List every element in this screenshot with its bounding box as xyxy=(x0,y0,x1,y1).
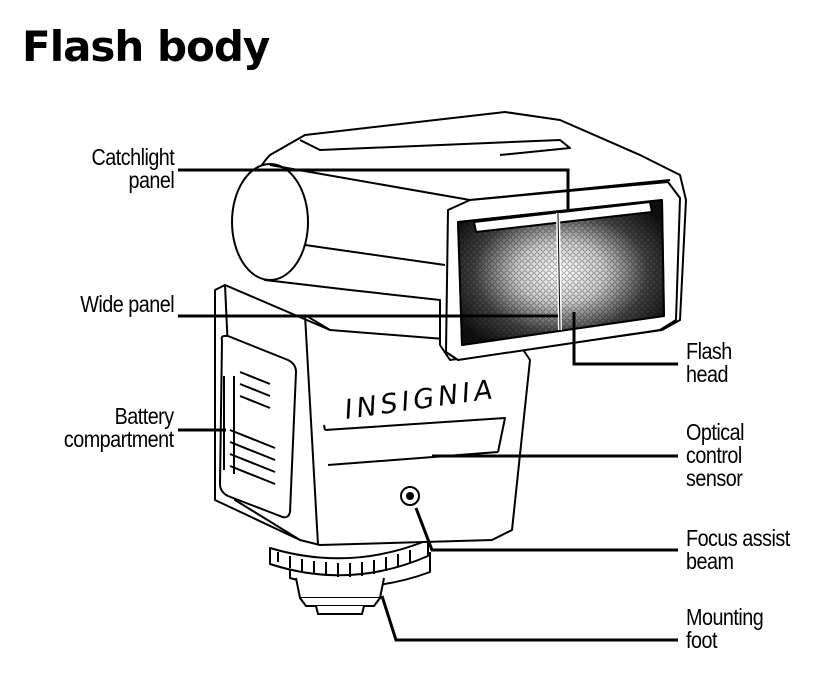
label-focus-assist-beam: Focus assist beam xyxy=(686,525,790,574)
leader-lines xyxy=(178,168,678,642)
leader-catchlight xyxy=(178,168,570,210)
label-catchlight-panel: Catchlight panel xyxy=(91,144,174,193)
label-wide-panel: Wide panel xyxy=(80,291,174,317)
leader-flash-head xyxy=(572,312,678,366)
page-title: Flash body xyxy=(22,22,270,71)
flash-unit-illustration: INSIGNIA xyxy=(214,111,687,615)
leader-focus-assist xyxy=(414,507,678,552)
label-optical-control-sensor: Optical control sensor xyxy=(686,419,744,491)
label-mounting-foot: Mounting foot xyxy=(686,604,764,653)
battery-door-part xyxy=(219,334,297,519)
flash-head-part xyxy=(231,111,687,361)
mounting-foot-part xyxy=(269,539,431,615)
leader-mounting-foot xyxy=(380,595,678,642)
label-flash-head: Flash head xyxy=(686,338,732,387)
label-battery-compartment: Battery compartment xyxy=(64,403,174,452)
